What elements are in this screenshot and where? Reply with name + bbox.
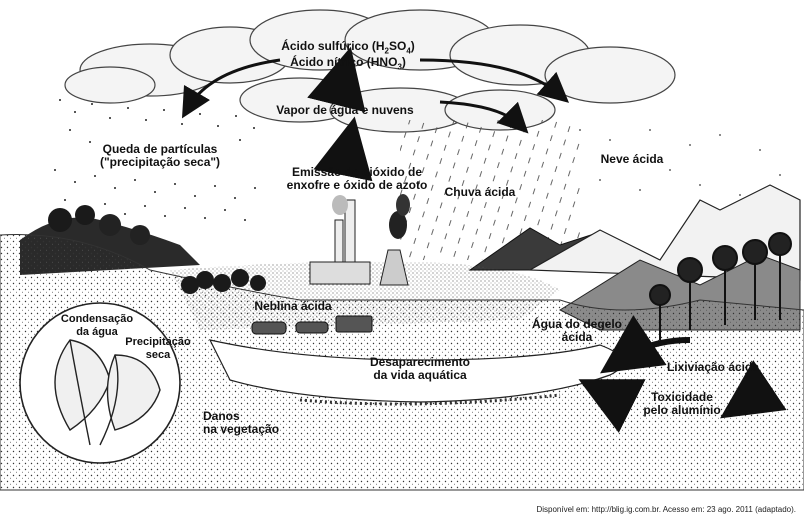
middle-trees (181, 269, 266, 294)
acid-snow-flakes (579, 129, 781, 196)
label-acid-leaching: Lixiviação ácida (666, 360, 760, 374)
label-water-vapor: Vapor de água e nuvens (276, 103, 414, 117)
leaf-inset (19, 302, 181, 464)
label-nitric-acid: Ácido nítrico (HNO3) (290, 55, 406, 72)
acid-rain-streaks (400, 120, 580, 260)
label-acid-snow: Neve ácida (600, 152, 664, 166)
label-dry-deposition: Queda de partículas("precipitação seca") (99, 142, 221, 169)
label-sulfuric-acid: Ácido sulfúrico (H2SO4) (281, 39, 415, 56)
flow-arrows (181, 46, 787, 433)
plateau (170, 261, 560, 330)
label-acid-rain: Chuva ácida (444, 185, 516, 199)
label-acid-fog: Neblina ácida (254, 299, 332, 313)
cars (251, 315, 373, 335)
factory (309, 194, 410, 286)
source-citation: Disponível em: http://blig.ig.com.br. Ac… (536, 505, 796, 514)
